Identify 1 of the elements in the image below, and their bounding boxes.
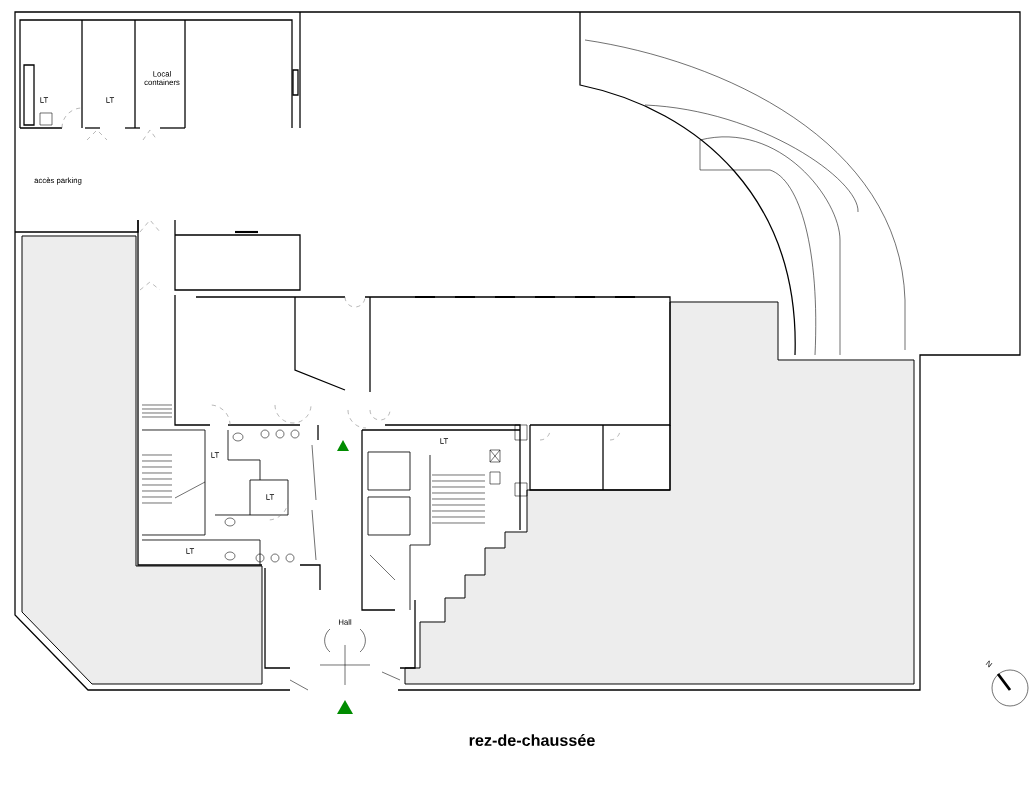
- caption: rez-de-chaussée: [469, 734, 595, 746]
